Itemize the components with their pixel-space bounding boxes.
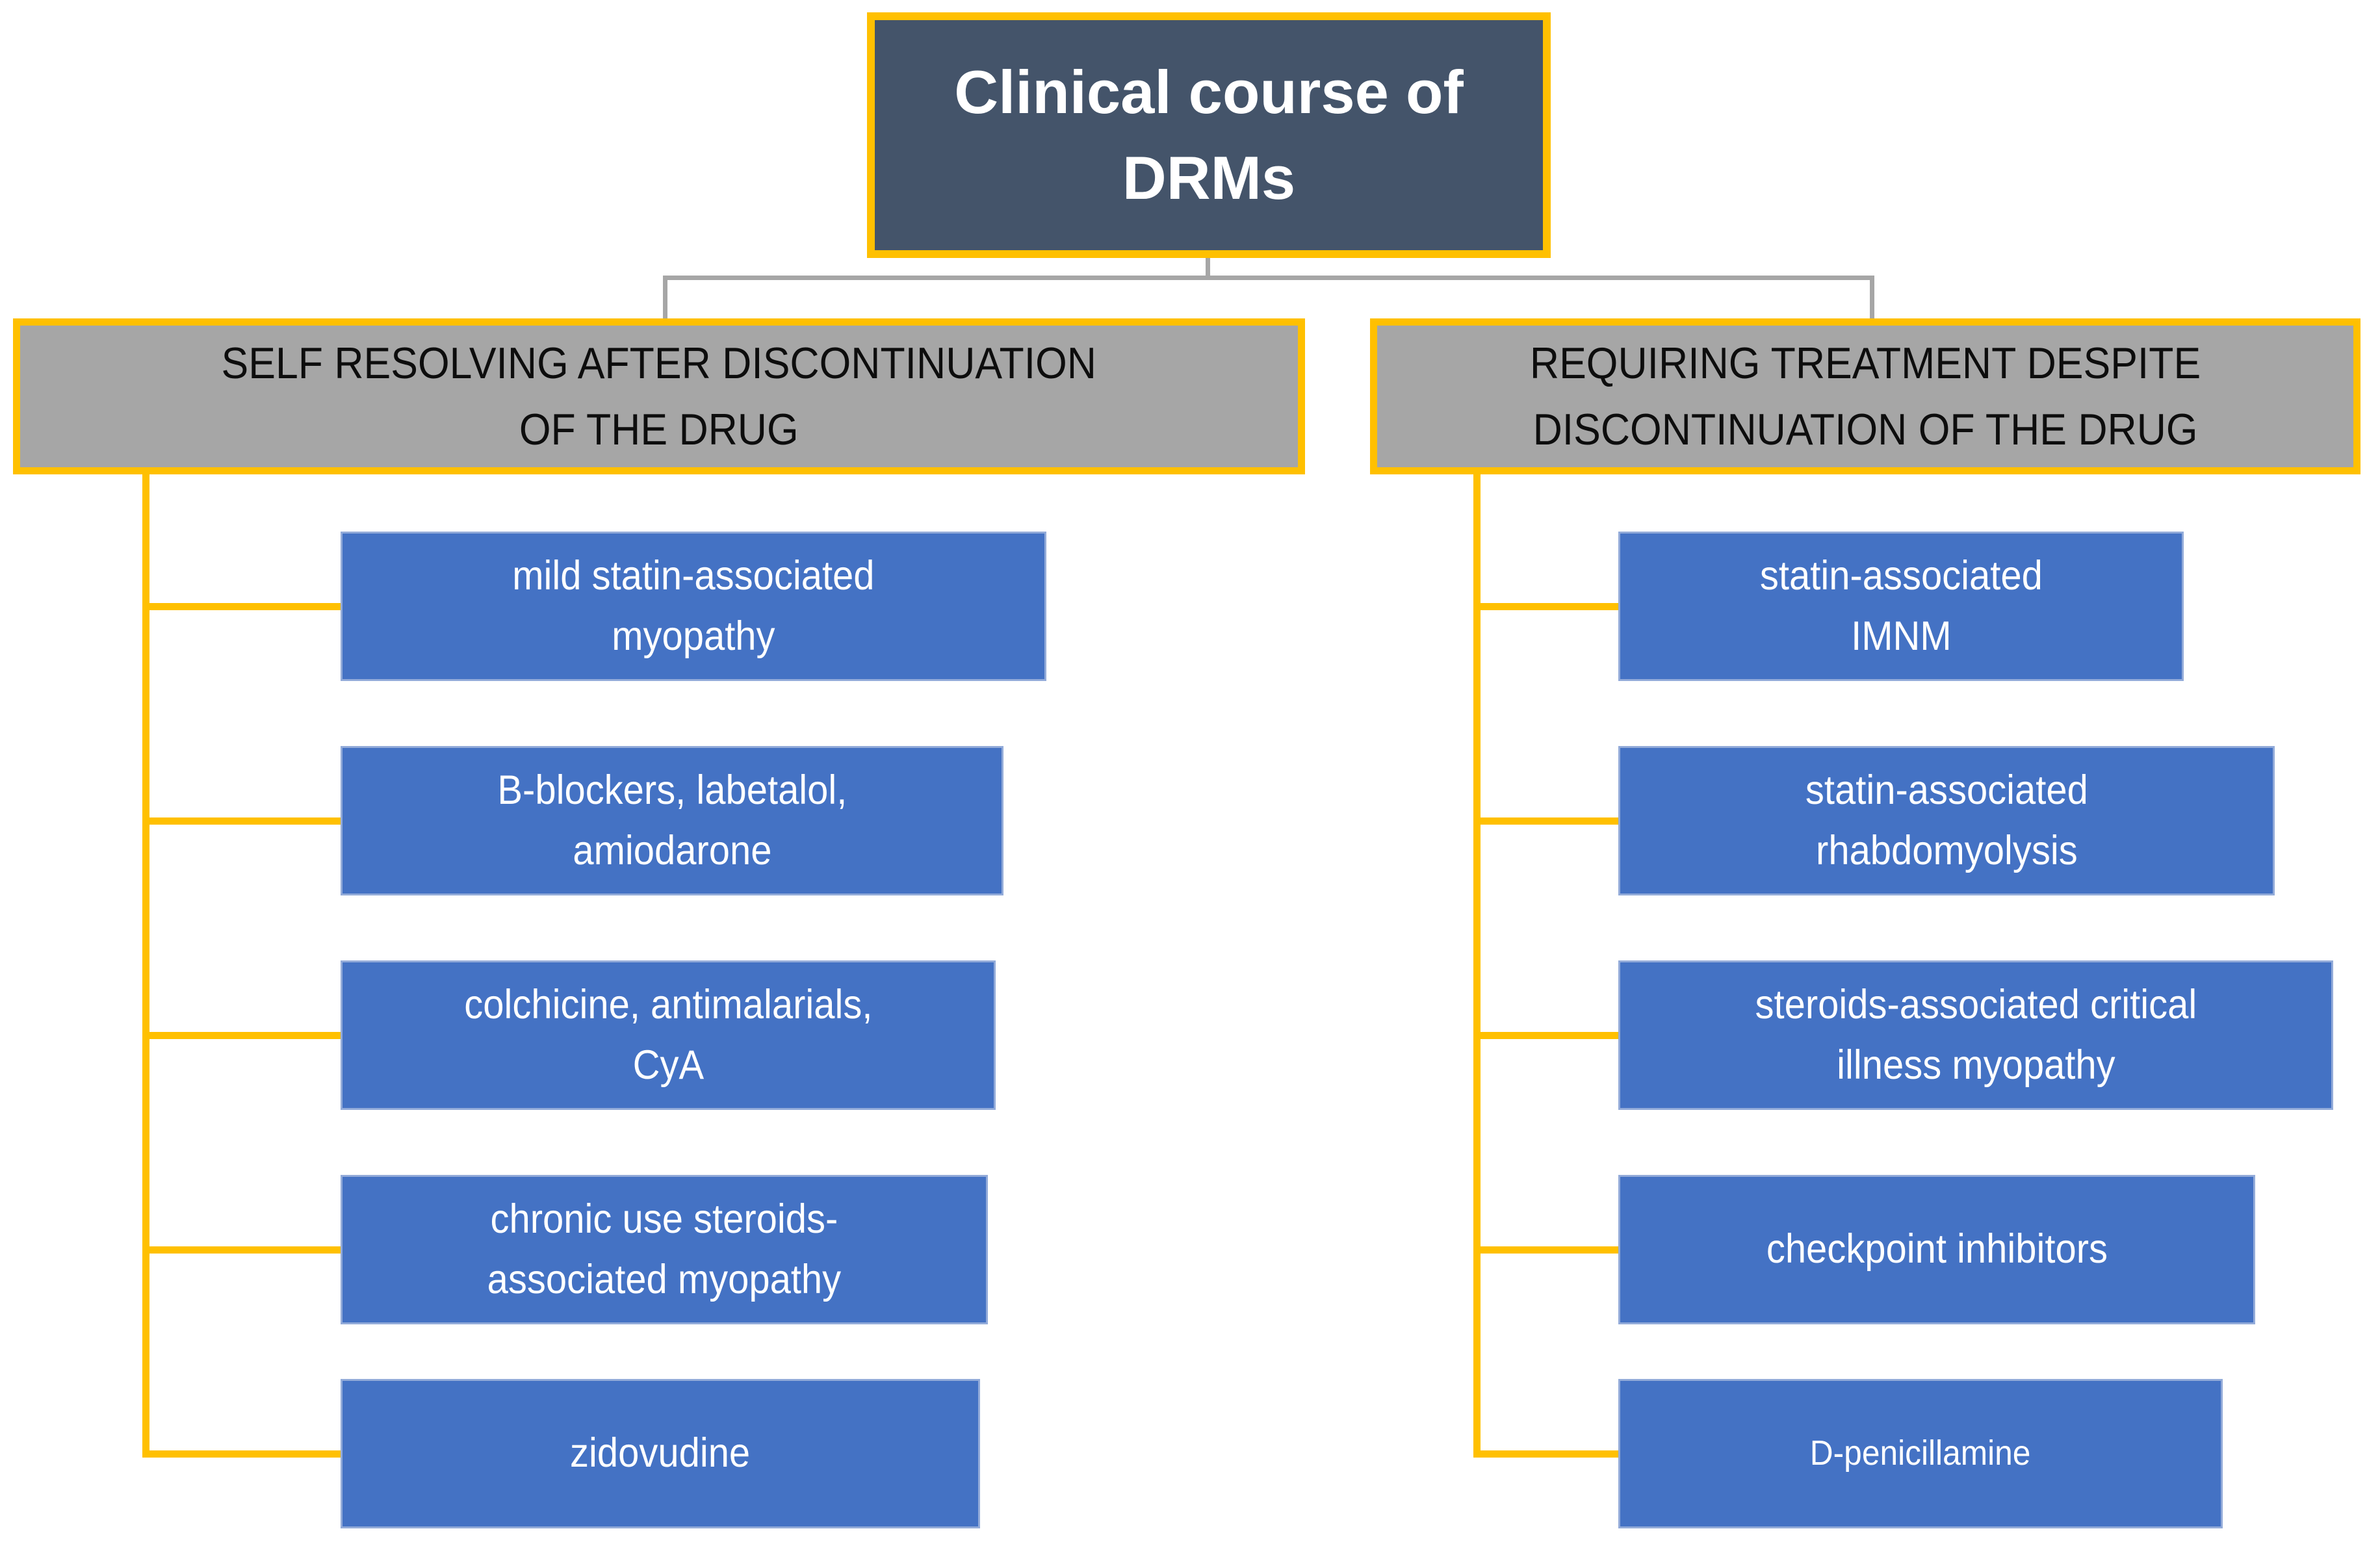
leaf-node-d-penicillamine: D-penicillamine <box>1618 1379 2223 1528</box>
leaf-label: zidovudine <box>570 1430 751 1476</box>
connector-stub-right-4 <box>1473 1246 1618 1254</box>
leaf-node-checkpoint-inhibitors: checkpoint inhibitors <box>1618 1175 2255 1324</box>
connector-root-crossbar <box>663 276 1874 280</box>
connector-stub-right-3 <box>1473 1032 1618 1039</box>
leaf-label: B-blockers, labetalol, amiodarone <box>497 767 847 873</box>
connector-stub-left-5 <box>142 1450 341 1458</box>
leaf-node-mild-statin-associated-myopathy: mild statin-associated myopathy <box>341 532 1046 681</box>
leaf-node-b-blockers-labetalol-amiodarone: B-blockers, labetalol, amiodarone <box>341 746 1003 895</box>
root-node-label: Clinical course of DRMs <box>954 58 1464 212</box>
connector-stub-right-5 <box>1473 1450 1618 1458</box>
leaf-node-steroids-associated-critical-illness-myopathy: steroids-associated critical illness myo… <box>1618 960 2333 1110</box>
connector-stub-right-2 <box>1473 817 1618 825</box>
connector-stub-left-4 <box>142 1246 341 1254</box>
connector-stub-right-1 <box>1473 603 1618 610</box>
connector-trunk-right <box>1473 473 1481 1454</box>
branch-right-label: REQUIRING TREATMENT DESPITE DISCONTINUAT… <box>1529 339 2201 454</box>
leaf-label: colchicine, antimalarials, CyA <box>463 981 873 1088</box>
branch-node-self-resolving: SELF RESOLVING AFTER DISCONTINUATION OF … <box>13 318 1305 474</box>
connector-stub-left-3 <box>142 1032 341 1039</box>
connector-root-stem <box>1206 258 1210 280</box>
leaf-node-zidovudine: zidovudine <box>341 1379 980 1528</box>
branch-left-label: SELF RESOLVING AFTER DISCONTINUATION OF … <box>221 339 1097 454</box>
connector-trunk-left <box>142 473 149 1454</box>
leaf-label: steroids-associated critical illness myo… <box>1755 981 2197 1088</box>
leaf-label: chronic use steroids- associated myopath… <box>487 1196 842 1302</box>
connector-drop-right <box>1870 276 1874 321</box>
connector-stub-left-1 <box>142 603 341 610</box>
leaf-node-statin-associated-rhabdomyolysis: statin-associated rhabdomyolysis <box>1618 746 2275 895</box>
leaf-label: statin-associated rhabdomyolysis <box>1805 767 2088 873</box>
leaf-node-colchicine-antimalarials-cya: colchicine, antimalarials, CyA <box>341 960 996 1110</box>
leaf-label: checkpoint inhibitors <box>1766 1226 2108 1272</box>
leaf-node-statin-associated-imnm: statin-associated IMNM <box>1618 532 2184 681</box>
leaf-label: mild statin-associated myopathy <box>512 552 875 659</box>
root-node-clinical-course-of-drms: Clinical course of DRMs <box>867 12 1551 258</box>
connector-drop-left <box>663 276 667 321</box>
leaf-label: statin-associated IMNM <box>1759 552 2043 659</box>
branch-node-requiring-treatment: REQUIRING TREATMENT DESPITE DISCONTINUAT… <box>1370 318 2361 474</box>
leaf-node-chronic-use-steroids-associated-myopathy: chronic use steroids- associated myopath… <box>341 1175 988 1324</box>
connector-stub-left-2 <box>142 817 341 825</box>
leaf-label: D-penicillamine <box>1810 1434 2031 1473</box>
